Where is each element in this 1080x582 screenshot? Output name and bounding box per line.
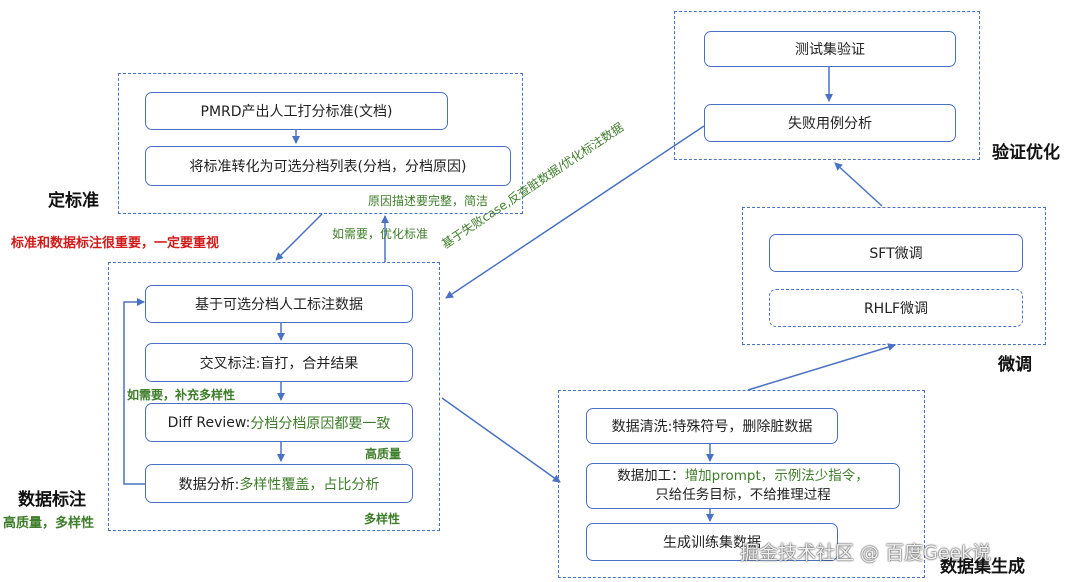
step-label: 基于可选分档人工标注数据 bbox=[195, 297, 363, 313]
group-annotation bbox=[108, 262, 440, 531]
title-annotation: 数据标注 bbox=[18, 490, 86, 510]
note-diversity: 多样性 bbox=[364, 512, 401, 526]
step-pmrd-standard: PMRD产出人工打分标准(文档) bbox=[145, 92, 448, 130]
step-label-highlight: 分档分档原因都要一致 bbox=[250, 415, 391, 432]
loop-label: 如需要，补充多样性 bbox=[127, 388, 236, 402]
step-label-prefix: 数据分析: bbox=[178, 476, 240, 493]
step-sft: SFT微调 bbox=[769, 234, 1023, 272]
group-dataset bbox=[558, 390, 925, 578]
note-high-quality: 高质量 bbox=[365, 447, 402, 461]
step-label-line2: 只给任务目标，不给推理过程 bbox=[655, 487, 831, 503]
step-cross-annotate: 交叉标注:盲打，合并结果 bbox=[145, 343, 413, 382]
step-label-prefix: 数据加工： bbox=[617, 468, 685, 484]
step-data-cleaning: 数据清洗:特殊符号，删除脏数据 bbox=[586, 408, 838, 444]
label-optimize-standard: 如需要，优化标准 bbox=[332, 227, 429, 241]
step-label: RHLF微调 bbox=[863, 301, 929, 317]
arrow-annotation-to-dataset bbox=[441, 397, 561, 483]
step-data-analysis: 数据分析: 多样性覆盖，占比分析 bbox=[145, 464, 413, 503]
step-label-highlight: 增加prompt，示例法少指令， bbox=[684, 468, 869, 484]
step-diff-review: Diff Review:分档分档原因都要一致 bbox=[145, 403, 413, 442]
group-finetune bbox=[742, 207, 1046, 345]
step-label: 生成训练集数据 bbox=[663, 535, 761, 551]
step-label: 测试集验证 bbox=[795, 42, 865, 58]
arrow-ann-loop bbox=[123, 298, 146, 485]
step-label: SFT微调 bbox=[869, 246, 923, 262]
step-failure-analysis: 失败用例分析 bbox=[704, 104, 956, 142]
step-label: 数据清洗:特殊符号，删除脏数据 bbox=[611, 419, 813, 435]
step-label: 将标准转化为可选分档列表(分档，分档原因) bbox=[189, 159, 467, 175]
arrow-validate-to-annotation bbox=[445, 125, 705, 299]
group-validate bbox=[674, 11, 980, 160]
arrow-dataset-to-finetune bbox=[747, 343, 896, 391]
step-convert-standard: 将标准转化为可选分档列表(分档，分档原因) bbox=[145, 146, 511, 186]
group-standard bbox=[118, 73, 523, 214]
arrow-standard-to-annotation bbox=[275, 213, 323, 261]
step-label-prefix: Diff Review: bbox=[167, 414, 251, 431]
step-test-validate: 测试集验证 bbox=[704, 31, 956, 67]
title-standard: 定标准 bbox=[48, 191, 99, 211]
note-important: 标准和数据标注很重要，一定要重视 bbox=[11, 236, 220, 251]
step-label-highlight: 多样性覆盖，占比分析 bbox=[239, 476, 380, 493]
note-reason-complete: 原因描述要完整，简洁 bbox=[368, 194, 489, 208]
title-validate: 验证优化 bbox=[992, 143, 1060, 163]
step-label: PMRD产出人工打分标准(文档) bbox=[200, 104, 393, 120]
step-generate-train: 生成训练集数据 bbox=[586, 523, 838, 561]
step-label: 交叉标注:盲打，合并结果 bbox=[199, 355, 359, 372]
title-finetune: 微调 bbox=[998, 355, 1032, 375]
step-rhlf: RHLF微调 bbox=[769, 289, 1023, 327]
step-data-processing: 数据加工：增加prompt，示例法少指令， 只给任务目标，不给推理过程 bbox=[586, 463, 900, 509]
subtitle-annotation: 高质量，多样性 bbox=[3, 516, 95, 531]
arrow-finetune-to-validate bbox=[834, 162, 883, 207]
step-label: 失败用例分析 bbox=[788, 116, 872, 132]
watermark: 掘金技术社区 @ 百度Geek说 bbox=[740, 542, 992, 564]
step-annotate-base: 基于可选分档人工标注数据 bbox=[145, 285, 413, 323]
title-dataset: 数据集生成 bbox=[940, 557, 1025, 577]
